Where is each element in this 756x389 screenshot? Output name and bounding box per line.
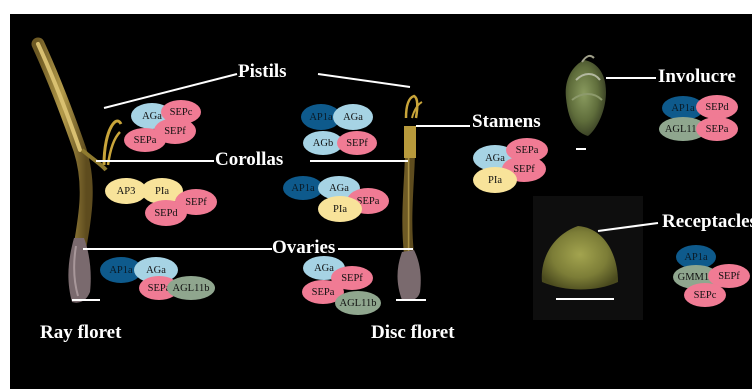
gene-ellipse: PIa xyxy=(318,196,362,222)
label-pistils: Pistils xyxy=(238,61,287,83)
gene-ellipse: SEPa xyxy=(124,128,166,152)
gene-ellipse: AGa xyxy=(333,104,373,130)
gene-ellipse: SEPc xyxy=(684,283,726,307)
gene-ellipse: AP1a xyxy=(283,176,323,200)
label-corollas: Corollas xyxy=(215,149,283,171)
gene-ellipse: PIa xyxy=(473,167,517,193)
label-stamens: Stamens xyxy=(472,111,541,133)
caption-ray-floret: Ray floret xyxy=(40,322,121,344)
gene-ellipse: AGL11b xyxy=(167,276,215,300)
caption-disc-floret: Disc floret xyxy=(371,322,455,344)
label-receptacles: Receptacles xyxy=(662,211,756,233)
label-involucre: Involucre xyxy=(658,66,736,88)
gene-ellipse: AGL11b xyxy=(335,291,381,315)
gene-ellipse: SEPa xyxy=(696,117,738,141)
gene-ellipse: SEPd xyxy=(696,95,738,119)
gene-ellipse: SEPf xyxy=(337,131,377,155)
gene-ellipse: SEPd xyxy=(145,200,187,226)
